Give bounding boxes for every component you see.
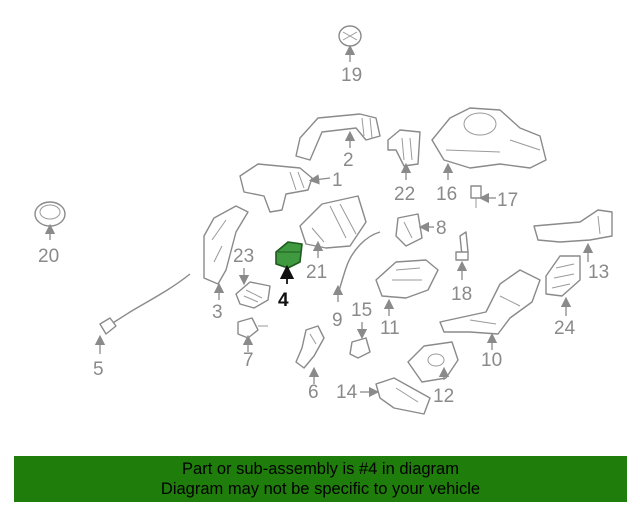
part-10-duct[interactable] (439, 269, 541, 335)
part-20-plug[interactable] (34, 201, 66, 227)
callout-20: 20 (38, 246, 59, 267)
part-4-highlighted[interactable] (275, 241, 303, 269)
parts-diagram: 19 20 2 1 22 16 17 3 (34, 25, 613, 415)
part-16-blower[interactable] (431, 107, 547, 169)
callout-1: 1 (332, 170, 343, 191)
callout-2: 2 (343, 150, 354, 171)
callout-4: 4 (278, 290, 289, 311)
callout-15: 15 (351, 300, 372, 321)
part-21-air-box[interactable] (299, 195, 367, 249)
info-banner: Part or sub-assembly is #4 in diagram Di… (14, 456, 627, 502)
part-17-fastener[interactable] (470, 185, 482, 208)
banner-line-part: Part or sub-assembly is #4 in diagram (182, 460, 459, 478)
callout-22: 22 (394, 184, 415, 205)
callout-23: 23 (233, 246, 254, 267)
part-1-duct[interactable] (239, 163, 313, 213)
part-3-duct[interactable] (203, 205, 249, 285)
callout-13: 13 (588, 262, 609, 283)
part-14-flap[interactable] (375, 377, 431, 415)
callout-21: 21 (306, 262, 327, 283)
part-6-vent[interactable] (295, 325, 325, 369)
part-19-cap[interactable] (338, 25, 362, 47)
callout-24: 24 (554, 318, 576, 339)
callout-12: 12 (433, 386, 454, 407)
callout-19: 19 (341, 65, 362, 86)
callout-17: 17 (497, 190, 518, 211)
part-11-unit[interactable] (375, 259, 439, 299)
callout-11: 11 (380, 318, 400, 339)
callout-6: 6 (308, 382, 319, 403)
callout-9: 9 (332, 310, 343, 331)
part-7-clip[interactable] (237, 317, 268, 339)
part-2-duct[interactable] (295, 113, 381, 161)
callout-8: 8 (436, 218, 447, 239)
part-23-grille[interactable] (235, 281, 271, 309)
part-13-duct[interactable] (533, 209, 613, 243)
part-24-grille[interactable] (545, 255, 581, 297)
callout-7: 7 (243, 350, 254, 371)
part-18-sensor[interactable] (455, 231, 469, 261)
callout-14: 14 (336, 382, 358, 403)
part-8-connector[interactable] (395, 213, 423, 247)
part-12-actuator[interactable] (407, 341, 459, 383)
banner-line-disclaimer: Diagram may not be specific to your vehi… (160, 480, 481, 498)
part-5-cable[interactable] (99, 273, 191, 335)
part-15-clip[interactable] (349, 337, 371, 359)
callout-16: 16 (436, 184, 457, 205)
callout-5: 5 (93, 359, 104, 380)
callout-18: 18 (451, 284, 472, 305)
callout-10: 10 (481, 350, 502, 371)
callout-3: 3 (212, 302, 223, 323)
part-22-vent[interactable] (387, 129, 421, 167)
